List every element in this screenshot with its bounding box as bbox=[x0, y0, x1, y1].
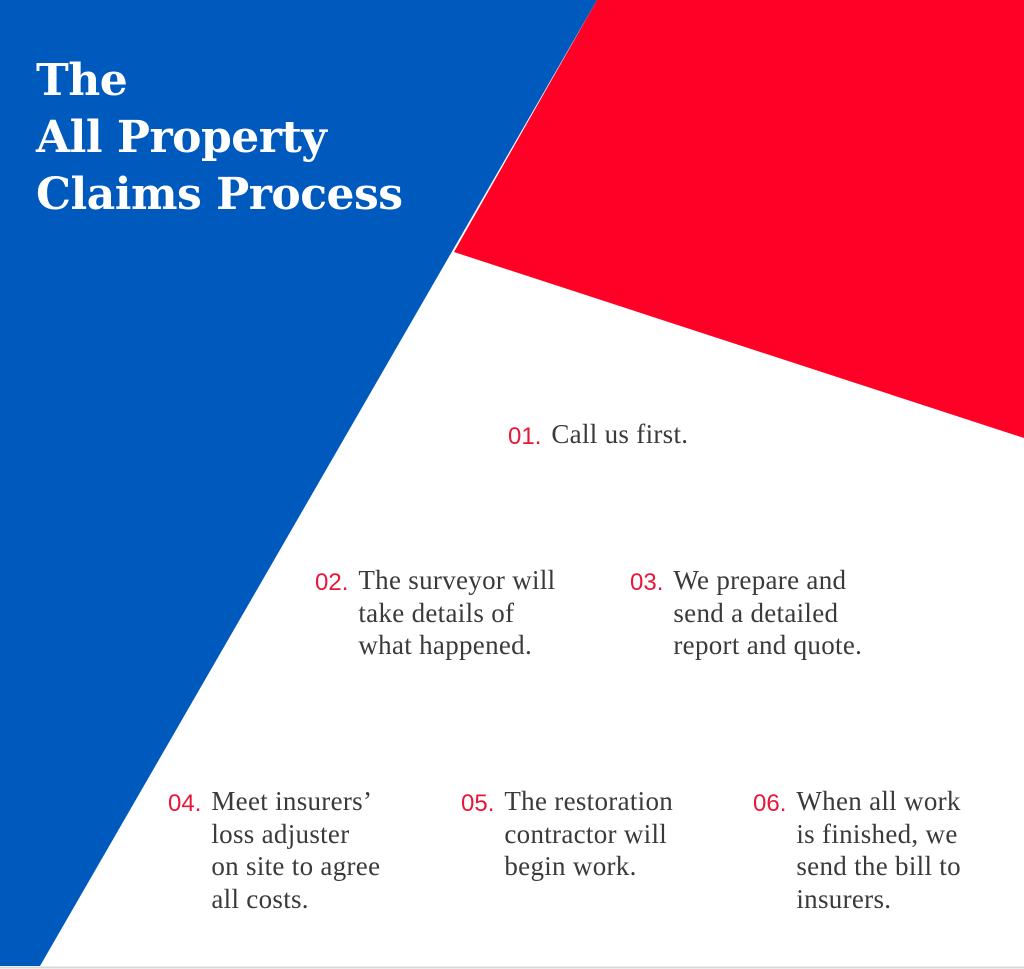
step-number: 05. bbox=[461, 790, 495, 817]
title-line: Claims Process bbox=[36, 169, 403, 220]
step-line: send a detailed bbox=[673, 597, 839, 628]
step-text: The surveyor will take details of what h… bbox=[358, 564, 555, 662]
blue-shape bbox=[0, 0, 597, 966]
step-06: 06. When all work is finished, we send t… bbox=[753, 785, 961, 915]
step-number: 03. bbox=[630, 569, 664, 596]
step-text: Call us first. bbox=[551, 418, 688, 451]
red-shape bbox=[454, 0, 1024, 438]
title-line: All Property bbox=[36, 112, 327, 163]
step-number: 01. bbox=[508, 423, 542, 450]
step-line: is finished, we bbox=[796, 818, 958, 849]
step-text: The restoration contractor will begin wo… bbox=[504, 785, 673, 883]
step-text: When all work is finished, we send the b… bbox=[796, 785, 961, 915]
step-line: what happened. bbox=[358, 630, 533, 660]
step-line: report and quote. bbox=[673, 630, 863, 660]
page-title: The All Property Claims Process bbox=[36, 52, 403, 223]
step-03: 03. We prepare and send a detailed repor… bbox=[630, 564, 862, 662]
step-number: 04. bbox=[168, 790, 202, 817]
step-05: 05. The restoration contractor will begi… bbox=[461, 785, 673, 883]
step-02: 02. The surveyor will take details of wh… bbox=[315, 564, 555, 662]
step-line: loss adjuster bbox=[211, 818, 350, 849]
title-line: The bbox=[36, 55, 128, 106]
step-04: 04. Meet insurers’ loss adjuster on site… bbox=[168, 785, 380, 915]
step-line: send the bill to bbox=[796, 851, 961, 881]
step-01: 01. Call us first. bbox=[508, 418, 688, 453]
step-number: 06. bbox=[753, 790, 787, 817]
step-line: We prepare and bbox=[673, 565, 847, 595]
step-line: Meet insurers’ bbox=[211, 786, 373, 816]
step-number: 02. bbox=[315, 569, 349, 596]
step-line: Call us first. bbox=[551, 419, 689, 449]
step-line: insurers. bbox=[796, 883, 892, 914]
step-line: begin work. bbox=[504, 851, 637, 881]
step-line: all costs. bbox=[211, 883, 309, 914]
step-line: take details of bbox=[358, 597, 515, 628]
step-text: Meet insurers’ loss adjuster on site to … bbox=[211, 785, 380, 915]
step-text: We prepare and send a detailed report an… bbox=[673, 564, 862, 662]
step-line: The surveyor will bbox=[358, 565, 556, 595]
step-line: The restoration bbox=[504, 786, 674, 816]
step-line: contractor will bbox=[504, 818, 668, 849]
step-line: When all work bbox=[796, 786, 961, 816]
step-line: on site to agree bbox=[211, 851, 381, 881]
